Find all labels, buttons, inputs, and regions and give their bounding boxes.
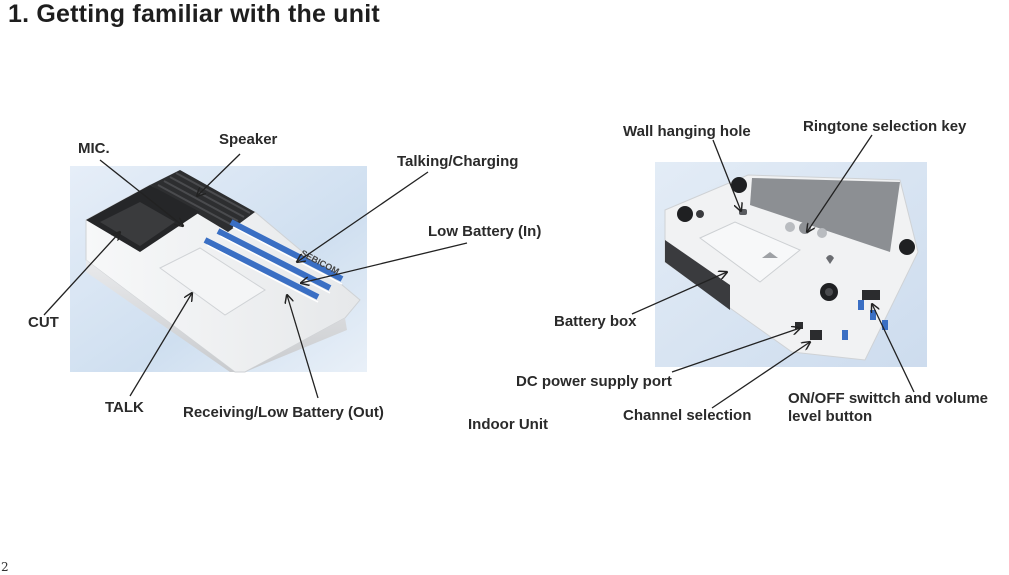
talking-charging-label: Talking/Charging	[397, 153, 519, 170]
left-unit-image: SEBICOM	[70, 166, 367, 373]
indoor-unit-caption: Indoor Unit	[468, 416, 548, 433]
cut-label: CUT	[28, 314, 59, 331]
dc-power-supply-port-label: DC power supply port	[516, 373, 672, 390]
channel-selection-label: Channel selection	[623, 407, 752, 424]
low-battery-in-label: Low Battery (In)	[428, 223, 542, 240]
battery-box-label: Battery box	[554, 313, 637, 330]
wall-hanging-hole-label: Wall hanging hole	[623, 123, 751, 140]
right-unit-image	[655, 162, 927, 367]
leader-lines-right	[631, 134, 915, 409]
speaker-label: Speaker	[219, 131, 278, 148]
on-off-volume-label: ON/OFF swittch and volume level button	[788, 390, 989, 425]
leader-lines-left	[43, 153, 468, 399]
page-number: 2	[1, 560, 9, 574]
ringtone-selection-key-label: Ringtone selection key	[803, 118, 967, 135]
receiving-low-battery-out-label: Receiving/Low Battery (Out)	[183, 404, 384, 421]
talk-label: TALK	[105, 399, 144, 416]
mic-label: MIC.	[78, 140, 110, 157]
page-title: 1. Getting familiar with the unit	[8, 0, 380, 28]
